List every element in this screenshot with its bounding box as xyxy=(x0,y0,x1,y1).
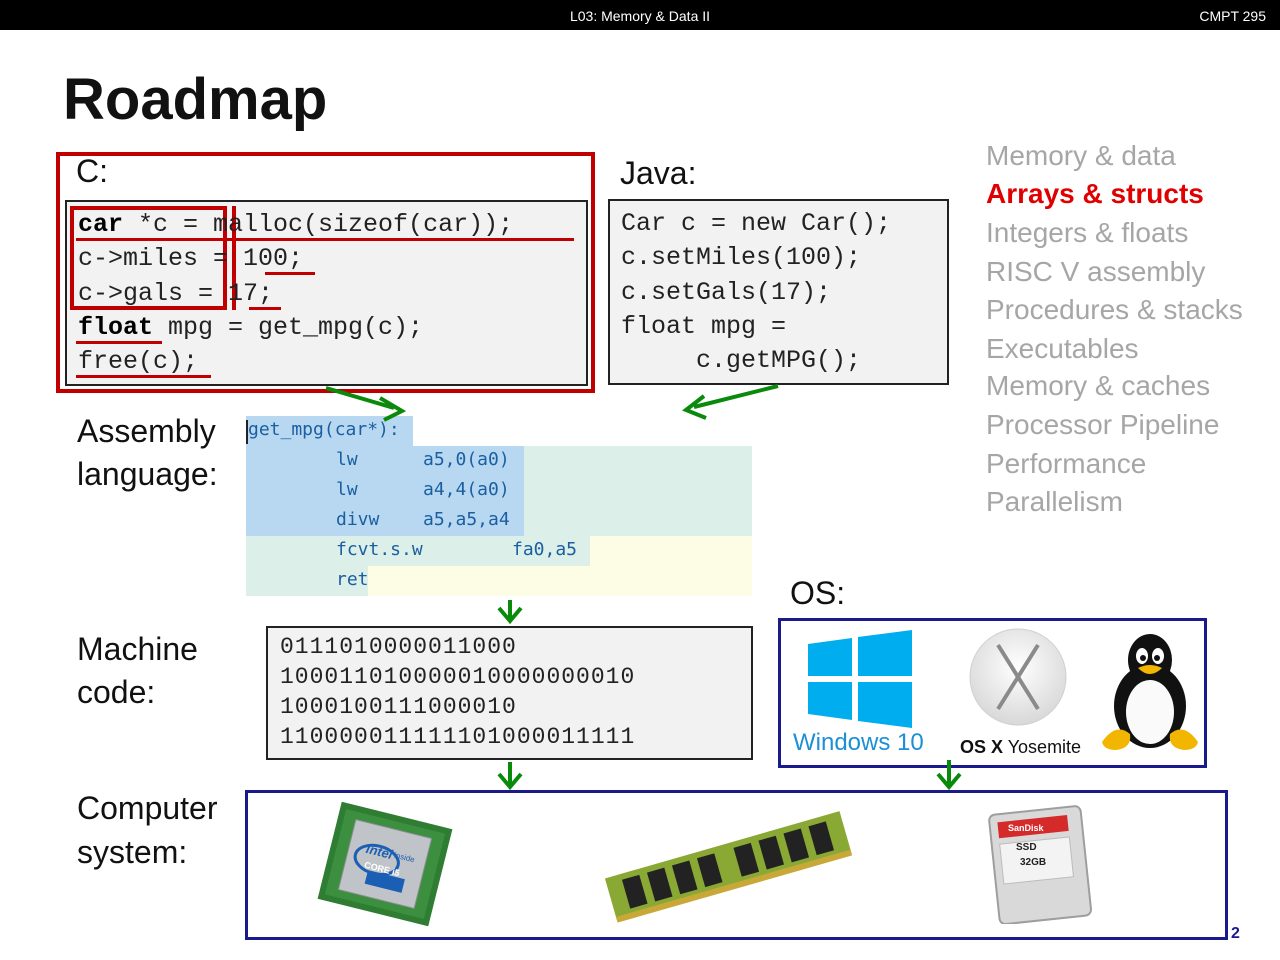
roadmap-item-risc-v: RISC V assembly xyxy=(986,256,1206,287)
os-box xyxy=(778,618,1207,768)
arrow-machine-to-system xyxy=(497,762,523,791)
c-line-4-keyword: float xyxy=(78,313,154,342)
machine-code-line-4: 110000011111101000011111 xyxy=(280,724,636,750)
asm-op-4: fcvt.s.w xyxy=(336,539,423,560)
machine-code-line-1: 0111010000011000 xyxy=(280,634,517,660)
java-line-3: c.setGals(17); xyxy=(621,278,832,307)
slide-title: Roadmap xyxy=(63,67,328,132)
java-line-2: c.setMiles(100); xyxy=(621,243,862,272)
c-outer-red-box xyxy=(56,152,595,393)
lecture-title: L03: Memory & Data II xyxy=(569,8,711,24)
java-label: Java: xyxy=(620,155,697,191)
assembly-label: Assembly language: xyxy=(77,410,218,496)
c-miles-red-box xyxy=(226,206,236,310)
machine-code-box xyxy=(266,626,753,760)
machine-code-line-3: 1000100111000010 xyxy=(280,694,517,720)
c-line-1: car *c = malloc(sizeof(car)); xyxy=(78,210,513,239)
roadmap-item-arrays-structs: Arrays & structs xyxy=(986,178,1204,209)
windows-label: Windows 10 xyxy=(793,729,924,756)
asm-args-4: fa0,a5 xyxy=(512,539,578,560)
machine-code-label: Machine code: xyxy=(77,628,198,714)
header-bar: L03: Memory & Data II CMPT 295 xyxy=(0,0,1280,30)
underline-car xyxy=(76,238,574,241)
arrow-c-to-assembly xyxy=(325,386,407,422)
machine-code-label-line2: code: xyxy=(77,674,156,710)
asm-op-5: ret xyxy=(336,569,369,590)
assembly-label-line2: language: xyxy=(77,456,218,492)
roadmap-item-pipeline: Processor Pipeline xyxy=(986,409,1220,440)
assembly-bg-teal-ret xyxy=(246,566,368,596)
roadmap-item-performance: Performance xyxy=(986,448,1147,479)
asm-args-3: a5,a5,a4 xyxy=(423,509,510,530)
java-line-5: c.getMPG(); xyxy=(621,346,862,375)
roadmap-item-procedures: Procedures & stacks xyxy=(986,294,1243,325)
os-label: OS: xyxy=(790,575,846,611)
c-line-3: c->gals = 17; xyxy=(78,279,274,308)
underline-float xyxy=(76,341,162,344)
text-cursor xyxy=(246,420,248,444)
machine-code-line-2: 100011010000010000000010 xyxy=(280,664,636,690)
c-line-1-keyword: car xyxy=(78,210,124,239)
c-line-1-text: *c = malloc(sizeof(car)); xyxy=(123,210,514,239)
assembly-label-line1: Assembly xyxy=(77,413,216,449)
arrow-java-to-assembly xyxy=(682,384,779,420)
c-line-5: free(c); xyxy=(78,347,199,376)
ssd-type-label: SSD xyxy=(1016,842,1037,853)
java-code-box xyxy=(608,199,949,385)
c-line-2: c->miles = 100; xyxy=(78,244,304,273)
roadmap-item-parallelism: Parallelism xyxy=(986,486,1123,517)
page-number: 2 xyxy=(1231,925,1240,942)
arrow-os-to-system xyxy=(936,760,962,791)
ssd-size-label: 32GB xyxy=(1020,857,1047,868)
osx-label: OS X Yosemite xyxy=(960,737,1081,758)
underline-free xyxy=(76,375,211,378)
computer-system-label-line1: Computer xyxy=(77,790,218,826)
roadmap-item-memory-data: Memory & data xyxy=(986,140,1176,171)
osx-label-bold: OS X xyxy=(960,737,1004,757)
roadmap-item-integers-floats: Integers & floats xyxy=(986,217,1189,248)
c-label: C: xyxy=(76,153,108,189)
arrow-assembly-to-machine xyxy=(497,600,523,625)
asm-op-2: lw xyxy=(336,479,358,500)
windows-logo-icon xyxy=(808,630,912,728)
asm-op-1: lw xyxy=(336,449,358,470)
roadmap-item-executables: Executables xyxy=(986,333,1139,364)
java-line-4: float mpg = xyxy=(621,312,787,341)
ssd-brand-label: SanDisk xyxy=(1008,823,1044,833)
computer-system-label: Computer system: xyxy=(77,786,218,874)
computer-system-box xyxy=(245,790,1228,940)
asm-args-1: a5,0(a0) xyxy=(423,449,510,470)
c-line-4-text: mpg = get_mpg(c); xyxy=(153,313,424,342)
asm-function-label: get_mpg(car*): xyxy=(248,419,400,440)
ssd-drive-icon xyxy=(988,805,1093,924)
underline-17 xyxy=(249,307,281,310)
computer-system-label-line2: system: xyxy=(77,834,188,870)
assembly-bg-teal-lower xyxy=(246,536,590,566)
osx-logo-icon xyxy=(969,628,1067,726)
asm-op-3: divw xyxy=(336,509,380,530)
c-code-box xyxy=(65,200,588,386)
cpu-chip-icon xyxy=(317,801,453,927)
java-line-1: Car c = new Car(); xyxy=(621,209,892,238)
underline-100 xyxy=(265,272,315,275)
c-struct-red-box xyxy=(70,206,227,310)
assembly-selection-block xyxy=(246,446,524,536)
c-line-4: float mpg = get_mpg(c); xyxy=(78,313,423,342)
roadmap-item-memory-caches: Memory & caches xyxy=(986,370,1211,401)
linux-penguin-icon xyxy=(1102,634,1198,750)
ram-module-icon xyxy=(604,811,853,923)
osx-label-rest: Yosemite xyxy=(1003,737,1082,757)
machine-code-label-line1: Machine xyxy=(77,631,198,667)
course-code: CMPT 295 xyxy=(1199,8,1266,24)
asm-args-2: a4,4(a0) xyxy=(423,479,510,500)
